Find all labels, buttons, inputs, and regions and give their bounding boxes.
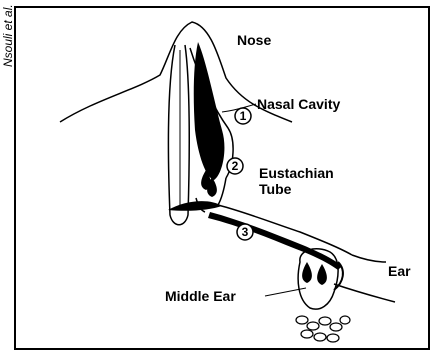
label-ear: Ear (388, 263, 411, 279)
nasal-septum (168, 45, 189, 225)
ear-canal-upper (352, 255, 386, 262)
label-eustachian: Eustachian (259, 165, 334, 181)
label-middle-ear: Middle Ear (165, 288, 236, 304)
label-nose: Nose (237, 32, 271, 48)
label-tube: Tube (259, 181, 292, 197)
marker-2-label: 2 (232, 159, 239, 173)
torus-tubarius (168, 201, 222, 211)
marker-1-label: 1 (240, 109, 247, 123)
middle-ear-drop-2 (317, 264, 327, 285)
ear-canal-lower (334, 284, 395, 302)
marker-3-label: 3 (242, 225, 249, 239)
label-nasal-cavity: Nasal Cavity (257, 96, 340, 112)
middle-ear-drop-1 (302, 262, 312, 283)
mastoid-air-cells (296, 316, 350, 342)
